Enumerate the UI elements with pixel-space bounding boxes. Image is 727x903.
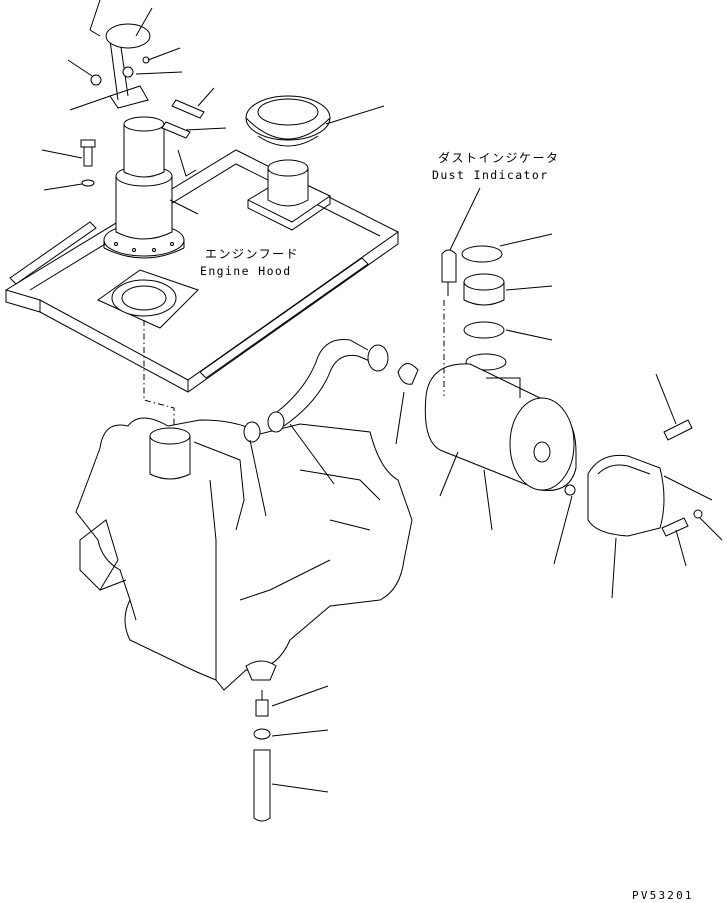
drawing-code: PV53201 [632, 889, 694, 902]
engine-block [75, 417, 413, 691]
pre-cleaner [245, 95, 331, 231]
engine-hood-label-jp: エンジンフード [205, 247, 299, 261]
air-cleaner [424, 245, 703, 537]
engine-hood-label-en: Engine Hood [200, 264, 292, 278]
exhaust-pipe-assembly [80, 23, 205, 428]
leader-lines [41, 0, 723, 793]
dust-indicator-label-en: Dust Indicator [432, 168, 549, 182]
intake-hose [243, 338, 419, 443]
drain-parts [253, 690, 271, 822]
dust-indicator-label-jp: ダストインジケータ [438, 150, 560, 165]
